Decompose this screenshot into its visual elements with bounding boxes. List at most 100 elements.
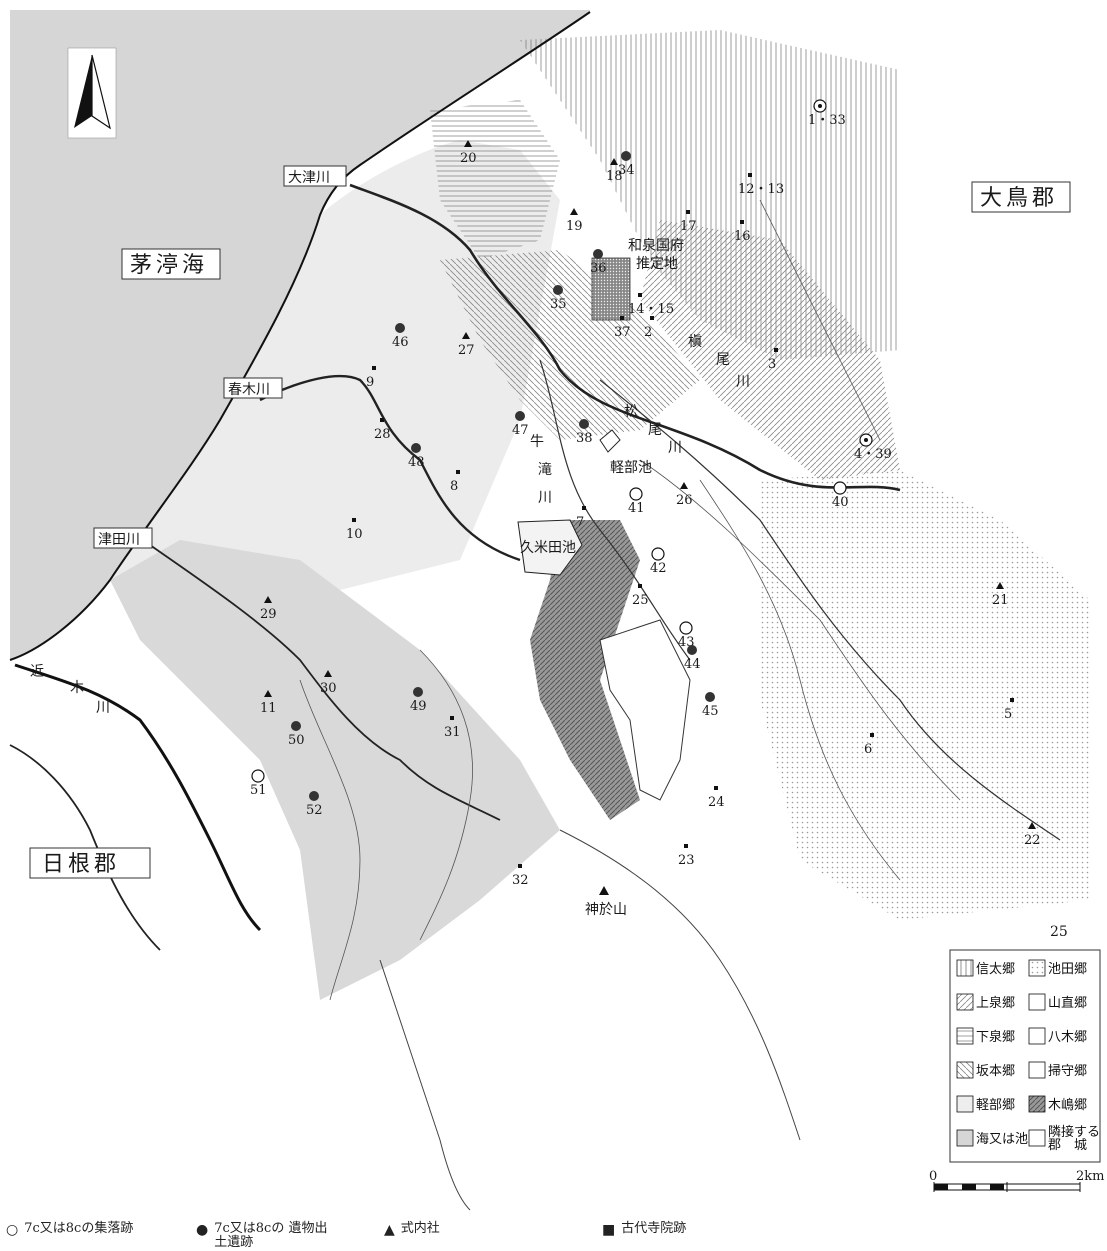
- site-label: 3: [768, 357, 776, 372]
- legend-swatch: [1028, 1061, 1046, 1079]
- site-label: 35: [550, 297, 567, 312]
- site-symbol: [251, 769, 265, 783]
- legend-swatch: [1028, 1027, 1046, 1045]
- legend: 信太郷池田郷上泉郷山直郷下泉郷八木郷坂本郷掃守郷軽部郷木嶋郷海又は池隣接する郡 …: [949, 949, 1101, 1163]
- hine-name: 日根郡: [42, 852, 120, 877]
- legend-label: 木嶋郷: [1048, 1098, 1087, 1113]
- legend-label: 山直郷: [1048, 996, 1087, 1011]
- site-marker: 23: [678, 844, 695, 868]
- contour-4: [299, 679, 361, 1001]
- kumeda-pond-label: 久米田池: [520, 540, 576, 556]
- site-label: 28: [374, 427, 391, 442]
- oshima-name: 大鳥郡: [980, 186, 1058, 211]
- site-symbol: [324, 670, 332, 677]
- site-label: 14・15: [628, 302, 674, 317]
- site-symbol: [621, 151, 631, 161]
- legend-label: 信太郷: [976, 962, 1015, 977]
- site-marker: 51: [250, 769, 267, 798]
- legend-swatch: [956, 1095, 974, 1113]
- site-symbol: [372, 366, 376, 370]
- river-tsuda: [149, 544, 501, 821]
- site-label: 51: [250, 783, 267, 798]
- site-symbol: [464, 140, 472, 147]
- site-label: 45: [702, 704, 719, 719]
- site-marker: 37: [614, 316, 631, 340]
- site-symbol: [686, 210, 690, 214]
- kokufu-label-2: 推定地: [636, 256, 678, 272]
- label-sea: 茅渟海: [121, 248, 221, 280]
- site-label: 11: [260, 701, 277, 716]
- legend-shrine: ▲ 式内社: [384, 1222, 440, 1239]
- site-symbol: [352, 518, 356, 522]
- site-label: 48: [408, 455, 425, 470]
- site-label: 46: [392, 335, 409, 350]
- site-label: 52: [306, 803, 323, 818]
- site-symbol: [629, 487, 643, 501]
- legend-temple: ■ 古代寺院跡: [602, 1221, 687, 1239]
- contour-1: [639, 459, 961, 801]
- site-marker: 36: [590, 249, 607, 276]
- site-marker: 45: [702, 692, 719, 719]
- site-marker: 25: [632, 584, 649, 608]
- legend-label: 八木郷: [1048, 1030, 1087, 1045]
- kokufu-label-1: 和泉国府: [628, 237, 684, 254]
- site-label: 26: [676, 493, 693, 508]
- site-marker: 44: [684, 645, 701, 672]
- site-symbol: [638, 293, 642, 297]
- site-label: 8: [450, 479, 458, 494]
- site-marker: 2: [644, 316, 654, 340]
- legend-label: 隣接する: [1048, 1124, 1100, 1140]
- site-marker: 28: [374, 418, 391, 442]
- site-marker: 41: [628, 487, 645, 516]
- legend-label: 上泉郷: [976, 995, 1015, 1011]
- label-haruki-river: 春木川: [223, 377, 283, 399]
- legend-label: 掃守郷: [1048, 1063, 1087, 1079]
- site-symbol: [740, 220, 744, 224]
- kamioyama-triangle: [599, 886, 609, 895]
- legend-swatch: [1028, 959, 1046, 977]
- site-symbol: [620, 316, 624, 320]
- matsuo-river-1: 松: [624, 404, 638, 420]
- site-label: 20: [460, 151, 477, 166]
- river-ushitaki: [539, 359, 691, 661]
- site-marker: 4・39: [854, 433, 892, 462]
- site-symbol: [582, 506, 586, 510]
- site-symbol: [456, 470, 460, 474]
- kogi-river-1: 近: [30, 664, 44, 680]
- site-symbol: [570, 208, 578, 215]
- site-marker: 9: [366, 366, 376, 390]
- site-marker: 5: [1004, 698, 1014, 722]
- site-symbol: [996, 582, 1004, 589]
- label-tsuda-river: 津田川: [93, 527, 153, 549]
- site-symbol: [748, 173, 752, 177]
- label-otsu-river: 大津川: [283, 165, 347, 187]
- triangle-icon: ▲: [384, 1222, 395, 1238]
- contour-3: [419, 649, 473, 941]
- river-sw: [9, 744, 161, 951]
- site-marker: 20: [460, 140, 477, 166]
- site-label: 49: [410, 699, 427, 714]
- site-label: 10: [346, 527, 363, 542]
- site-symbol: [395, 323, 405, 333]
- legend-label: 海又は池: [976, 1132, 1028, 1147]
- site-symbol: [687, 645, 697, 655]
- site-label: 16: [734, 229, 751, 244]
- makio-river-2: 尾: [716, 352, 730, 368]
- site-label: 44: [684, 657, 701, 672]
- site-label: 21: [992, 593, 1009, 608]
- site-marker: 50: [288, 721, 305, 748]
- otsu-river-text: 大津川: [288, 170, 330, 186]
- legend-artifact: ● 7c又は8cの 遺物出土遺跡: [196, 1222, 356, 1250]
- site-symbol: [264, 690, 272, 697]
- legend-temple-text: 古代寺院跡: [621, 1221, 687, 1236]
- legend-label: 郡 城: [1048, 1138, 1087, 1153]
- site-marker: 30: [320, 670, 337, 696]
- site-marker: 7: [576, 506, 586, 530]
- site-marker: 19: [566, 208, 583, 234]
- site-marker: 16: [734, 220, 751, 244]
- north-arrow: [67, 47, 117, 139]
- site-label: 17: [680, 219, 697, 234]
- site-symbol: [650, 316, 654, 320]
- river-makio: [599, 379, 1061, 841]
